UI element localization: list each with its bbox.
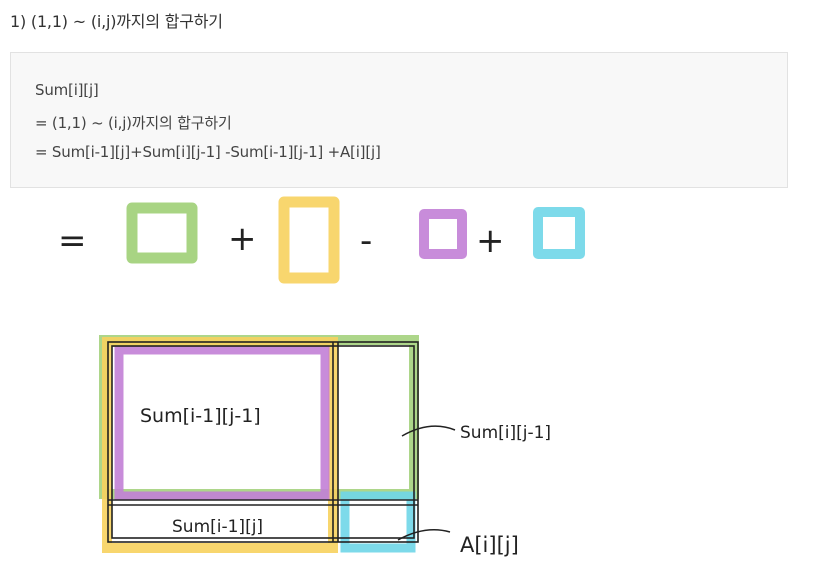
plus-sign-2: +: [476, 221, 505, 261]
code-line-3: = Sum[i-1][j]+Sum[i][j-1] -Sum[i-1][j-1]…: [35, 143, 381, 161]
grid-diagram: Sum[i-1][j-1] Sum[i][j-1] Sum[i-1][j] A[…: [99, 335, 551, 557]
yellow-rectangle: [278, 196, 340, 284]
section-heading: 1) (1,1) ~ (i,j)까지의 합구하기: [10, 12, 223, 31]
purple-region: [114, 345, 330, 501]
cell-label-pointer: [397, 529, 451, 541]
plus-sign-1: +: [228, 219, 257, 259]
equation-row: = + - +: [58, 196, 585, 284]
code-line-2: = (1,1) ~ (i,j)까지의 합구하기: [35, 114, 232, 132]
prefix-sum-drawing: = + - + Sum[i-1][j-1] Sum[i][j-: [58, 196, 585, 557]
cyan-region: [340, 491, 416, 553]
cyan-square: [533, 207, 585, 259]
green-square: [126, 202, 198, 264]
code-block: Sum[i][j] = (1,1) ~ (i,j)까지의 합구하기 = Sum[…: [10, 52, 788, 188]
label-right: Sum[i][j-1]: [460, 423, 551, 443]
equals-sign: =: [58, 221, 87, 261]
ink-grid: [107, 341, 419, 543]
minus-sign: -: [360, 221, 372, 261]
purple-square: [419, 209, 467, 259]
right-label-pointer: [401, 425, 456, 437]
code-line-1: Sum[i][j]: [35, 81, 99, 99]
label-cell: A[i][j]: [460, 533, 519, 557]
label-bottom: Sum[i-1][j]: [172, 517, 263, 537]
label-inner: Sum[i-1][j-1]: [140, 405, 261, 427]
